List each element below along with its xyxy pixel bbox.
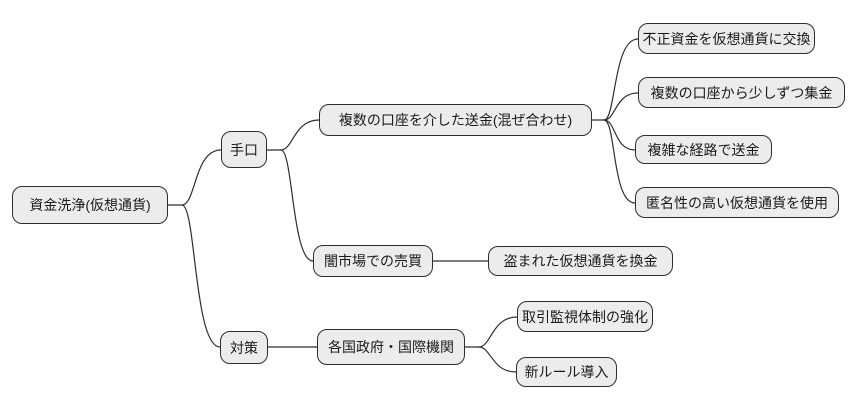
node-transaction-monitoring: 取引監視体制の強化 [517, 301, 653, 332]
node-collect-small-amounts: 複数の口座から少しずつ集金 [638, 77, 845, 108]
node-cashout-stolen-crypto: 盗まれた仮想通貨を換金 [488, 246, 673, 276]
link-methods-mixing [280, 119, 320, 151]
node-countermeasures: 対策 [220, 331, 268, 364]
link-methods-darkmarket [280, 149, 314, 262]
link-mixing-collect [603, 92, 639, 121]
node-exchange-illicit-funds: 不正資金を仮想通貨に交換 [638, 23, 815, 54]
node-anonymous-crypto: 匿名性の高い仮想通貨を使用 [635, 187, 839, 218]
link-root-methods [181, 149, 222, 206]
link-mixing-exchange [603, 38, 639, 121]
node-mixing-transfers: 複数の口座を介した送金(混ぜ合わせ) [319, 104, 592, 136]
node-governments-international: 各国政府・国際機関 [317, 329, 465, 365]
node-root-money-laundering: 資金洗浄(仮想通貨) [12, 186, 168, 224]
node-complex-routes: 複雑な経路で送金 [635, 135, 772, 164]
link-govern-monitor [478, 316, 518, 348]
node-dark-market: 闇市場での売買 [313, 245, 433, 277]
link-root-counter [181, 204, 221, 348]
node-new-rules: 新ルール導入 [516, 357, 617, 387]
link-mixing-anonymous [603, 119, 636, 204]
node-methods: 手口 [221, 131, 267, 168]
link-govern-newrules [478, 346, 517, 373]
